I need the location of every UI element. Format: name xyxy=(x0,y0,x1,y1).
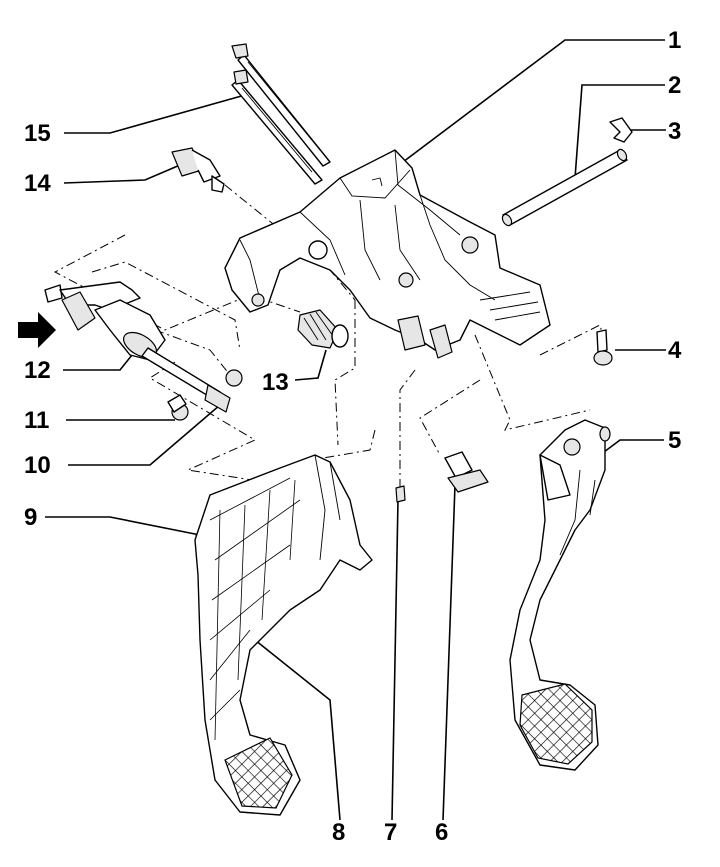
shaft-part-2 xyxy=(501,148,628,227)
callout-10: 10 xyxy=(24,452,51,479)
callout-15: 15 xyxy=(24,120,51,147)
callout-2: 2 xyxy=(668,72,681,99)
bolts-part-15 xyxy=(231,43,331,185)
callout-7: 7 xyxy=(384,819,397,846)
callout-13: 13 xyxy=(262,369,289,396)
master-cylinder-part-12 xyxy=(44,281,231,413)
callout-labels: 1 2 3 4 5 6 7 8 9 10 11 12 13 14 15 xyxy=(24,27,682,846)
clip-part-3 xyxy=(609,117,633,143)
callout-1: 1 xyxy=(668,27,681,54)
sensor-part-6 xyxy=(444,451,489,493)
callout-9: 9 xyxy=(24,504,37,531)
pedal-bracket-part-1 xyxy=(224,149,551,359)
direction-arrow-icon xyxy=(18,312,56,348)
brake-pedal-part-5 xyxy=(509,419,611,771)
pin-part-7 xyxy=(395,485,406,503)
bolt-part-4 xyxy=(593,329,613,366)
callout-12: 12 xyxy=(24,357,51,384)
buffer-part-13 xyxy=(297,309,349,349)
callout-8: 8 xyxy=(332,819,345,846)
callout-11: 11 xyxy=(24,407,49,434)
callout-3: 3 xyxy=(668,118,681,145)
callout-4: 4 xyxy=(668,337,682,364)
callout-5: 5 xyxy=(668,427,681,454)
callout-6: 6 xyxy=(435,819,448,846)
clutch-pedal-part-8 xyxy=(194,454,373,816)
switch-part-14 xyxy=(171,147,225,193)
callout-14: 14 xyxy=(24,170,51,197)
bolt-part-11 xyxy=(167,394,189,421)
leader-lines xyxy=(45,39,666,821)
bolt-part-near-12 xyxy=(225,369,243,387)
